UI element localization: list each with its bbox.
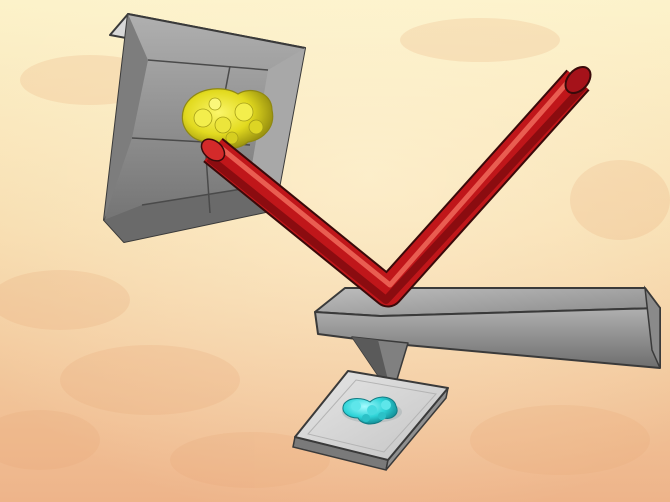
afm-illustration <box>0 0 670 502</box>
